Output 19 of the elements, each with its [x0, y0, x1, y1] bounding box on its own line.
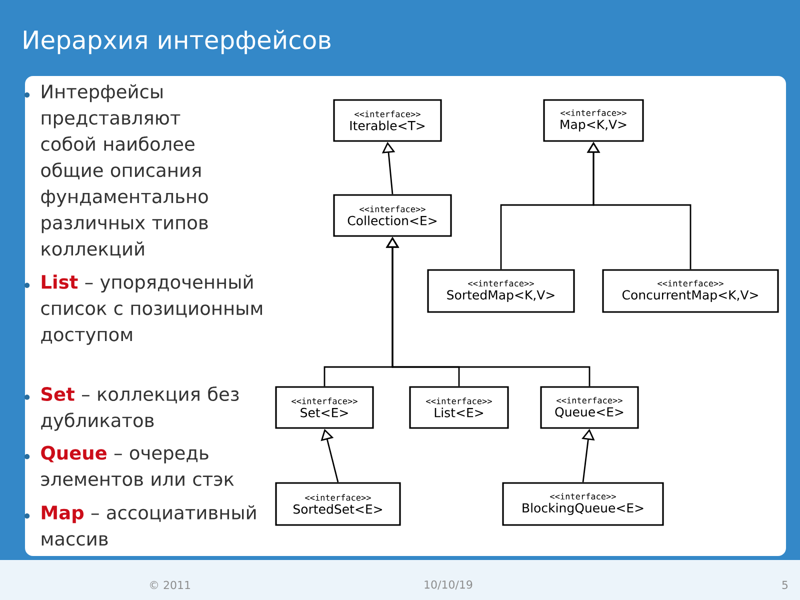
footer-text: © 2011 [150, 580, 190, 590]
footer-text: 10/10/19 [424, 580, 472, 590]
bullet-text: Интерфейсы представляют собой наиболее общие описания фундаментально различных типов коллекций [41, 84, 208, 258]
interface-box: <<interface>> Set<E> [275, 386, 374, 429]
interface-box: <<interface>> ConcurrentMap<K,V> [602, 269, 779, 313]
bullet-text: List – упорядоченный список с позиционным доступом [41, 274, 262, 345]
interface-box: <<interface>> Queue<E> [540, 386, 639, 429]
bullet-text: Map – ассоциативный массив [42, 505, 256, 546]
slide-title: Иерархия интерфейсов [24, 30, 330, 54]
interface-box: <<interface>> BlockingQueue<E> [502, 482, 664, 526]
interface-box: <<interface>> Map<K,V> [543, 99, 644, 142]
interface-box: <<interface>> SortedSet<E> [275, 482, 401, 526]
interface-box: <<interface>> List<E> [409, 386, 509, 429]
bullet-text: Set – коллекция без дубликатов [41, 386, 239, 431]
interface-box: <<interface>> Collection<E> [333, 194, 452, 237]
bullet-text: Queue – очередь элементов или стэк [41, 446, 234, 486]
interface-box: <<interface>> SortedMap<K,V> [427, 269, 575, 313]
interface-box: <<interface>> Iterable<T> [333, 99, 442, 142]
footer-text: 5 [782, 580, 788, 590]
